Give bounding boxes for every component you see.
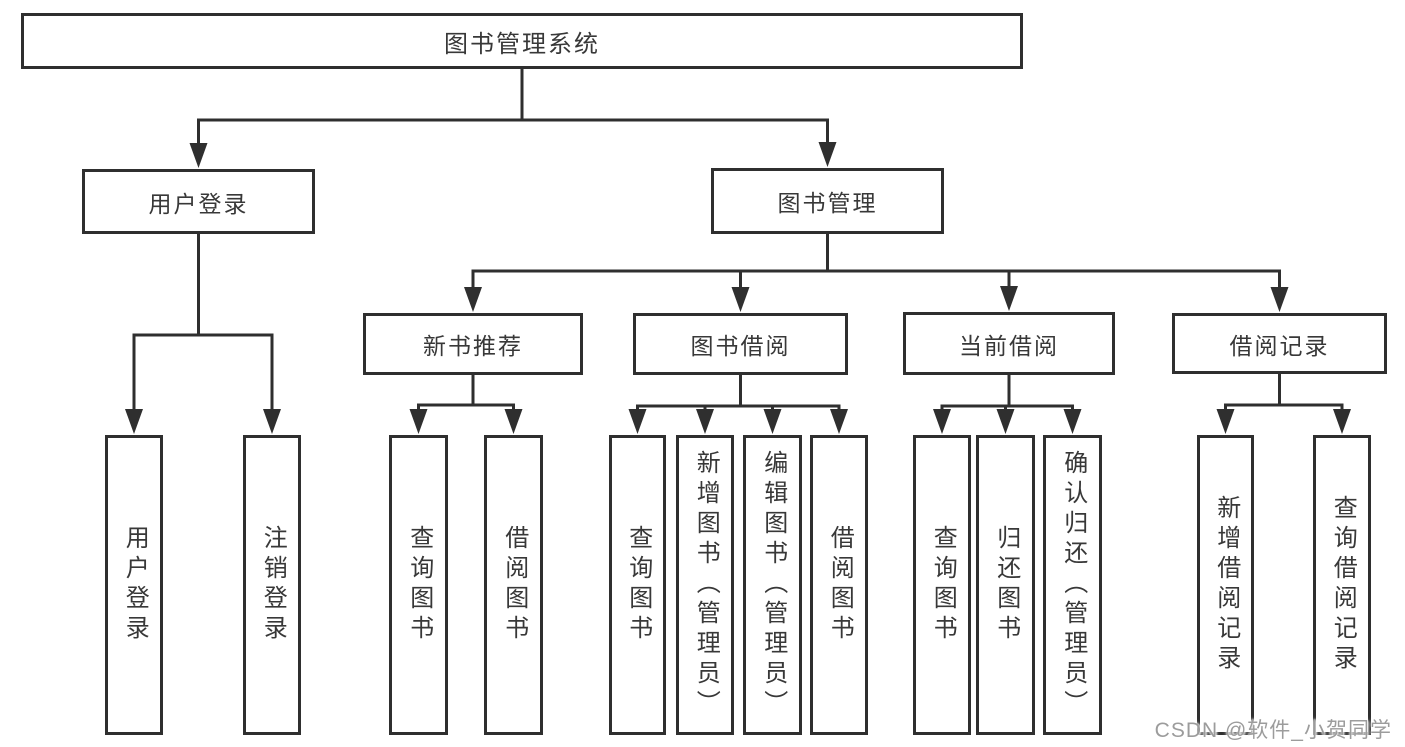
node-label: 查询借阅记录 [1329, 495, 1357, 675]
node-label: 图书管理 [777, 190, 878, 216]
node-label: 当前借阅 [959, 332, 1059, 359]
leaf-confirm-return-admin: 确认归还（管理员） [1043, 435, 1102, 735]
node-label: 查询图书 [929, 525, 957, 645]
node-user-login: 用户登录 [82, 169, 315, 234]
node-book-management: 图书管理 [711, 168, 944, 234]
leaf-logout: 注销登录 [243, 435, 301, 735]
leaf-borrow-books-recommend: 借阅图书 [484, 435, 543, 735]
node-current-borrow: 当前借阅 [903, 312, 1115, 375]
node-label: 借阅记录 [1229, 332, 1330, 359]
node-book-borrow: 图书借阅 [633, 313, 848, 375]
node-label: 新书推荐 [423, 333, 523, 359]
node-label: 借阅图书 [500, 525, 528, 645]
node-label: 注销登录 [259, 525, 287, 645]
node-label: 借阅图书 [826, 525, 854, 645]
node-label: 编辑图书（管理员） [759, 450, 787, 720]
csdn-watermark: CSDN @软件_小贺同学 [1154, 719, 1392, 742]
arrowheads [125, 142, 1351, 434]
leaf-query-books-current: 查询图书 [913, 435, 971, 735]
node-label: 图书借阅 [690, 333, 791, 359]
node-borrow-records: 借阅记录 [1172, 313, 1387, 374]
leaf-borrow-books: 借阅图书 [810, 435, 868, 735]
node-new-book-recommend: 新书推荐 [363, 313, 583, 375]
node-label: 图书管理系统 [444, 30, 600, 58]
node-label: 确认归还（管理员） [1059, 450, 1087, 720]
leaf-add-borrow-record: 新增借阅记录 [1197, 435, 1254, 735]
node-label: 查询图书 [624, 525, 652, 645]
leaf-add-book-admin: 新增图书（管理员） [676, 435, 734, 735]
node-label: 用户登录 [148, 190, 249, 217]
node-library-management-system: 图书管理系统 [21, 13, 1023, 69]
leaf-user-login: 用户登录 [105, 435, 163, 735]
leaf-query-books-borrow: 查询图书 [609, 435, 666, 735]
leaf-edit-book-admin: 编辑图书（管理员） [743, 435, 802, 735]
node-label: 归还图书 [992, 525, 1020, 645]
node-label: 用户登录 [121, 525, 149, 645]
node-label: 查询图书 [405, 525, 433, 645]
node-label: 新增图书（管理员） [692, 450, 720, 720]
leaf-return-book: 归还图书 [976, 435, 1035, 735]
node-label: 新增借阅记录 [1212, 495, 1240, 675]
leaf-query-borrow-record: 查询借阅记录 [1313, 435, 1371, 735]
leaf-query-books-recommend: 查询图书 [389, 435, 448, 735]
